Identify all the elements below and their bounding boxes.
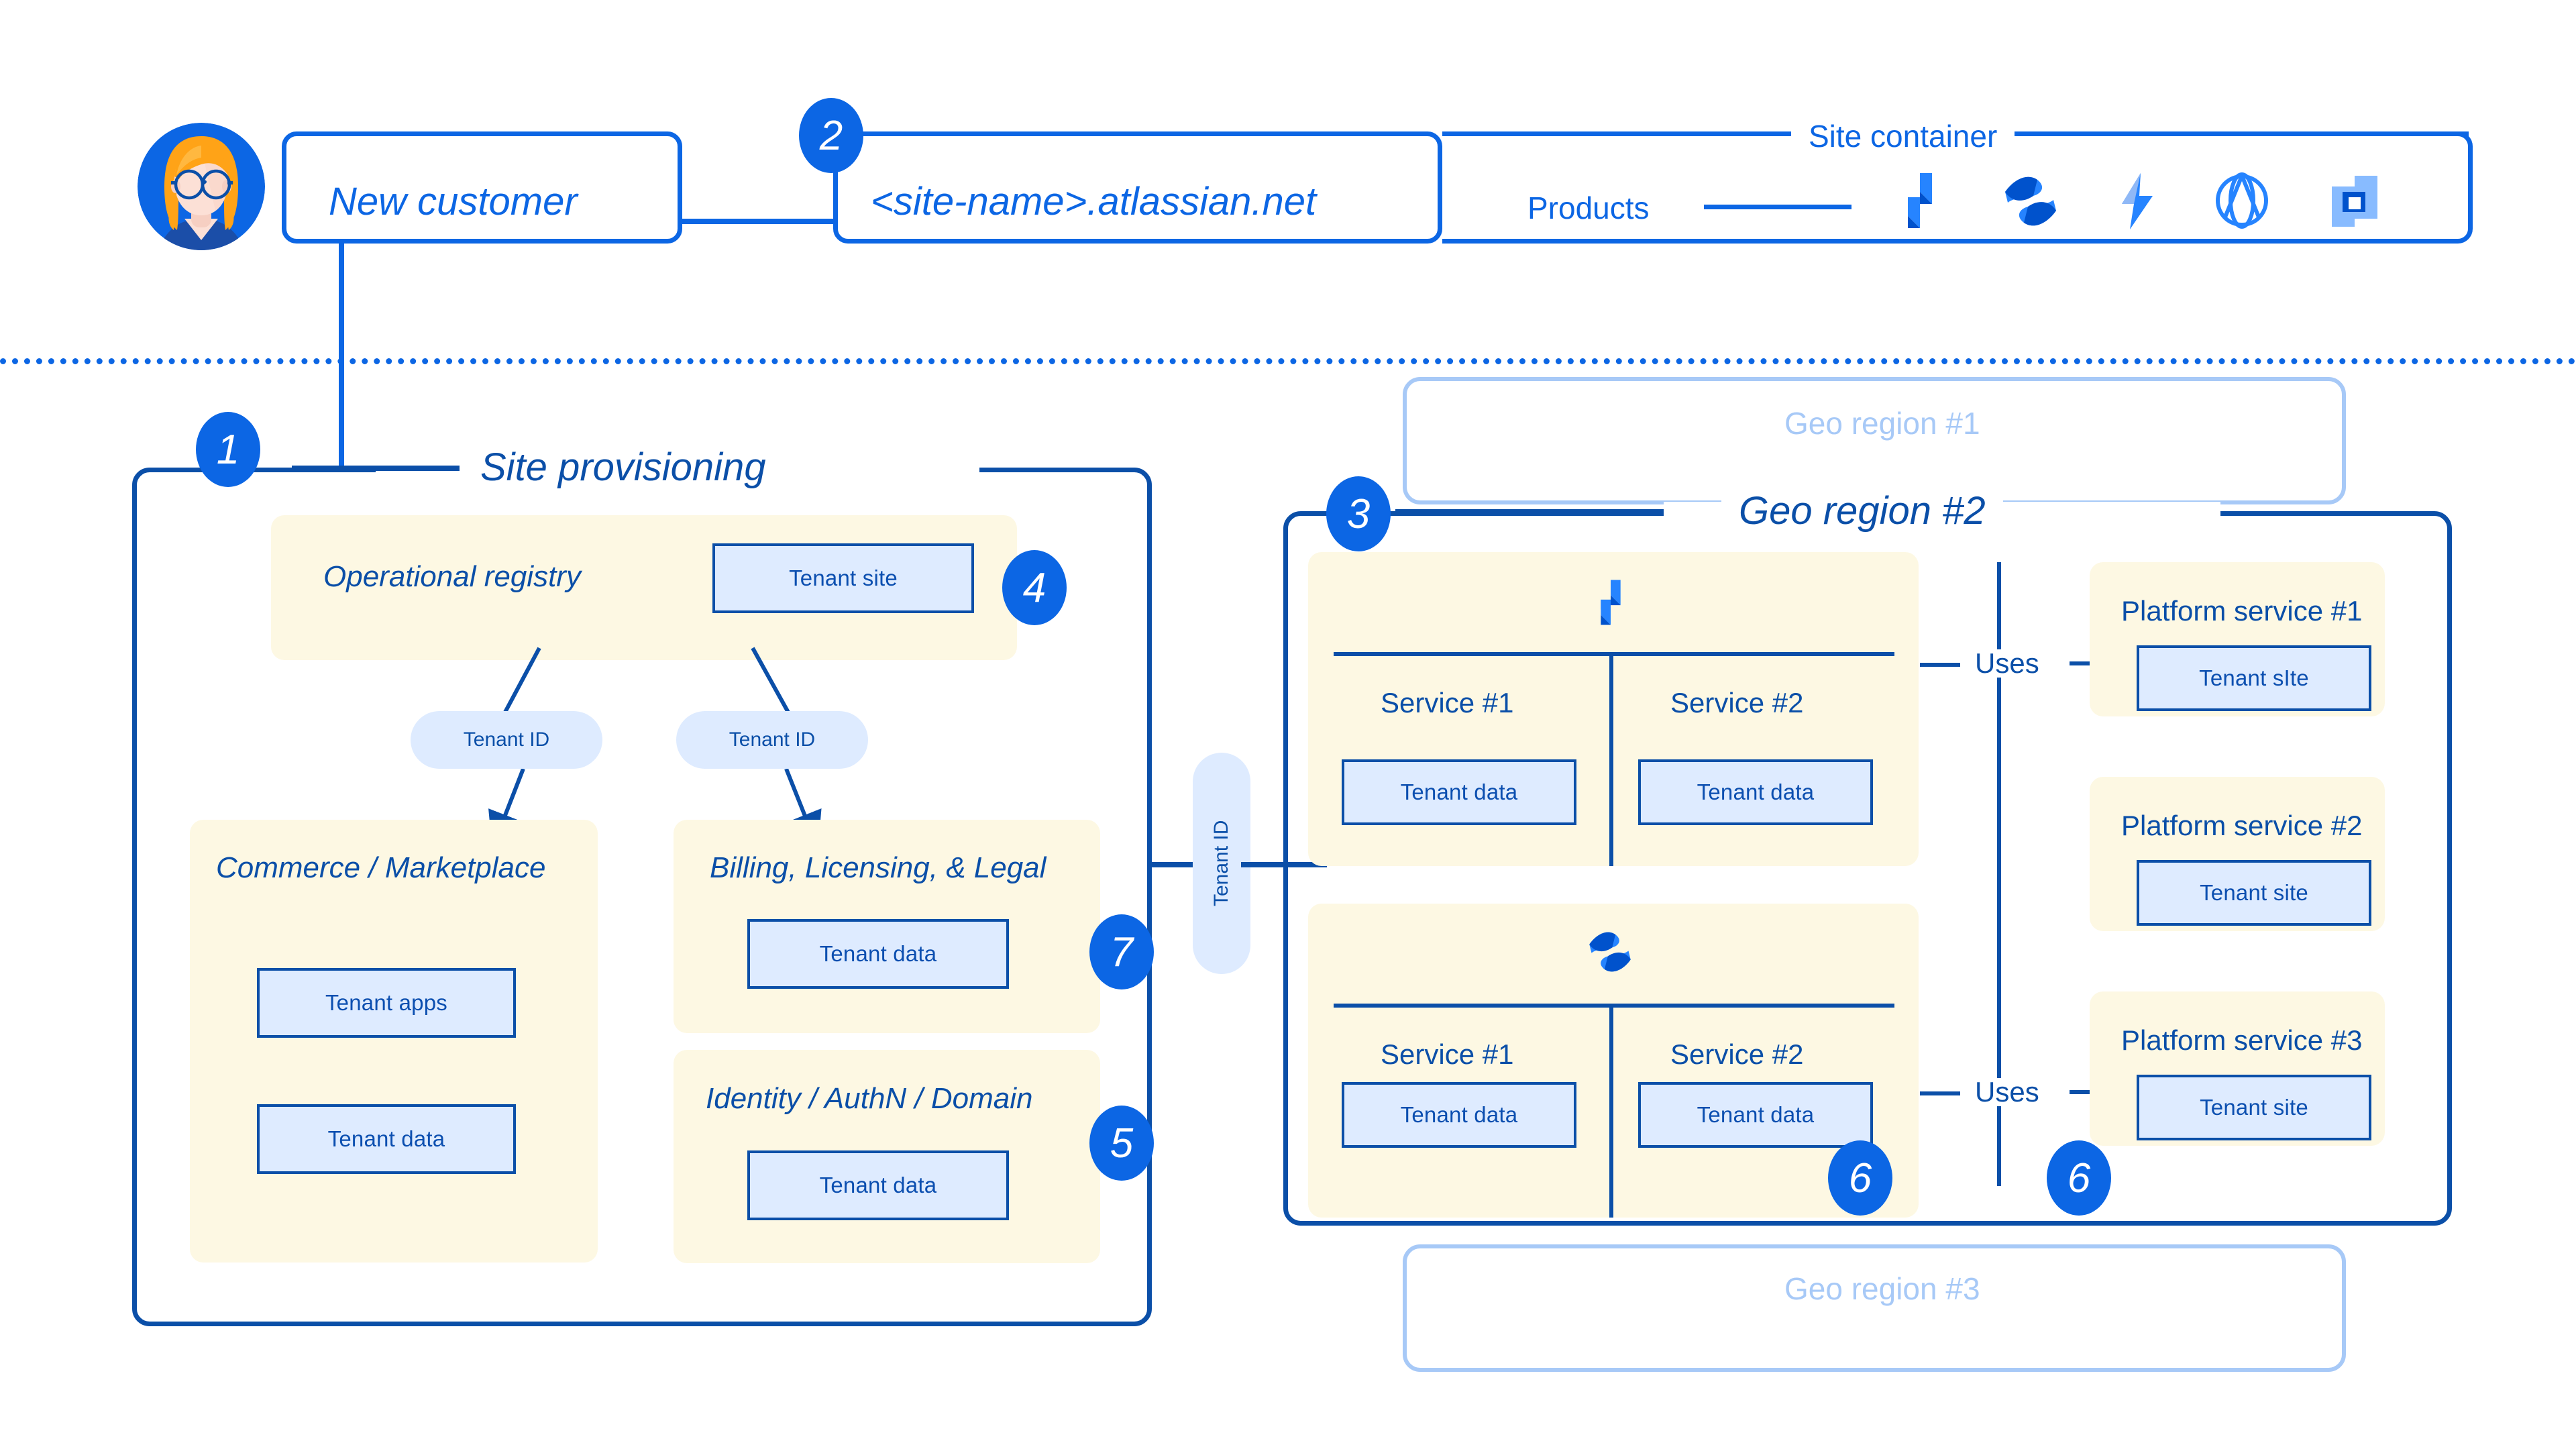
badge-6-left: 6	[1828, 1140, 1892, 1216]
region2-jira-vrule	[1609, 656, 1613, 866]
products-connector	[1704, 205, 1851, 209]
jira-service-management-icon	[2116, 173, 2158, 233]
region2-confluence-vrule	[1609, 1008, 1613, 1218]
site-provisioning-left-rule	[292, 466, 460, 471]
uses-2-stub	[1920, 1091, 1960, 1095]
region2-confluence-service-2-title: Service #2	[1670, 1038, 1804, 1070]
platform-service-1-tenant-site-box: Tenant sIte	[2137, 645, 2371, 711]
platform-service-2-title: Platform service #2	[2121, 810, 2363, 841]
platform-service-1-title: Platform service #1	[2121, 595, 2363, 627]
badge-6-right: 6	[2047, 1140, 2111, 1216]
atlas-icon	[2214, 172, 2270, 233]
site-name-label: <site-name>.atlassian.net	[871, 180, 1317, 223]
site-container-title: Site container	[1791, 121, 2015, 152]
site-name-box[interactable]	[833, 131, 1442, 244]
badge-4: 4	[1002, 550, 1067, 625]
site-container-top-left-rule	[1442, 131, 1791, 136]
bridge-line-left	[1147, 862, 1222, 867]
confluence-icon	[2002, 176, 2059, 230]
new-customer-label: New customer	[329, 180, 578, 223]
badge-3: 3	[1326, 476, 1391, 551]
badge-5: 5	[1089, 1106, 1154, 1181]
region2-confluence-service-1-title: Service #1	[1381, 1038, 1514, 1070]
uses-2-label: Uses	[1966, 1078, 2049, 1106]
uses-1-label: Uses	[1966, 649, 2049, 678]
commerce-marketplace-title: Commerce / Marketplace	[216, 851, 546, 884]
billing-tenant-data-box: Tenant data	[747, 919, 1009, 989]
registry-to-tenant-id-connectors	[500, 647, 793, 718]
region2-jira-service-2-tenant-data-box: Tenant data	[1638, 759, 1873, 825]
region2-jira-hrule	[1334, 652, 1894, 656]
geo-region-1-title: Geo region #1	[1784, 406, 1980, 441]
geo-region-1-box	[1403, 377, 2346, 504]
platform-service-2-tenant-site-box: Tenant site	[2137, 860, 2371, 926]
operational-registry-tenant-site-box: Tenant site	[712, 543, 974, 613]
region2-platform-spine	[1997, 562, 2001, 1186]
geo-region-2-title: Geo region #2	[1721, 492, 2003, 531]
site-provisioning-title: Site provisioning	[463, 448, 784, 487]
badge-1: 1	[196, 412, 260, 487]
identity-tenant-data-box: Tenant data	[747, 1150, 1009, 1220]
tenant-id-pill-right: Tenant ID	[676, 711, 868, 769]
confluence-icon	[1587, 931, 1633, 976]
region2-confluence-service-2-tenant-data-box: Tenant data	[1638, 1082, 1873, 1148]
badge-7: 7	[1089, 914, 1154, 989]
uses-1-stub	[1920, 663, 1960, 667]
products-label: Products	[1527, 191, 1650, 225]
commerce-tenant-data-box: Tenant data	[257, 1104, 516, 1174]
bitbucket-icon	[2328, 172, 2381, 233]
customer-avatar	[138, 123, 265, 250]
jira-icon	[1894, 173, 1945, 231]
identity-authn-domain-title: Identity / AuthN / Domain	[706, 1082, 1033, 1115]
platform-service-3-title: Platform service #3	[2121, 1024, 2363, 1056]
tenant-id-pill-left: Tenant ID	[411, 711, 602, 769]
connector-customer-to-site	[680, 219, 835, 224]
geo-region-2-left-rule	[1395, 509, 1664, 515]
jira-icon	[1590, 580, 1631, 629]
region2-confluence-hrule	[1334, 1004, 1894, 1008]
commerce-marketplace-group	[190, 820, 598, 1263]
region2-jira-service-2-title: Service #2	[1670, 687, 1804, 718]
billing-licensing-legal-title: Billing, Licensing, & Legal	[710, 851, 1046, 884]
commerce-tenant-apps-box: Tenant apps	[257, 968, 516, 1038]
connector-customer-to-provisioning	[339, 241, 344, 470]
platform-service-3-tenant-site-box: Tenant site	[2137, 1075, 2371, 1140]
region2-jira-service-1-title: Service #1	[1381, 687, 1514, 718]
geo-region-3-box	[1403, 1244, 2346, 1372]
geo-region-3-title: Geo region #3	[1784, 1271, 1980, 1306]
region2-jira-service-1-tenant-data-box: Tenant data	[1342, 759, 1576, 825]
site-container-top-right-rule	[2036, 131, 2469, 136]
new-customer-box[interactable]	[282, 131, 682, 244]
operational-registry-title: Operational registry	[323, 560, 581, 593]
boundary-dotted-line	[0, 358, 2576, 364]
region2-confluence-service-1-tenant-data-box: Tenant data	[1342, 1082, 1576, 1148]
badge-2: 2	[799, 98, 863, 173]
